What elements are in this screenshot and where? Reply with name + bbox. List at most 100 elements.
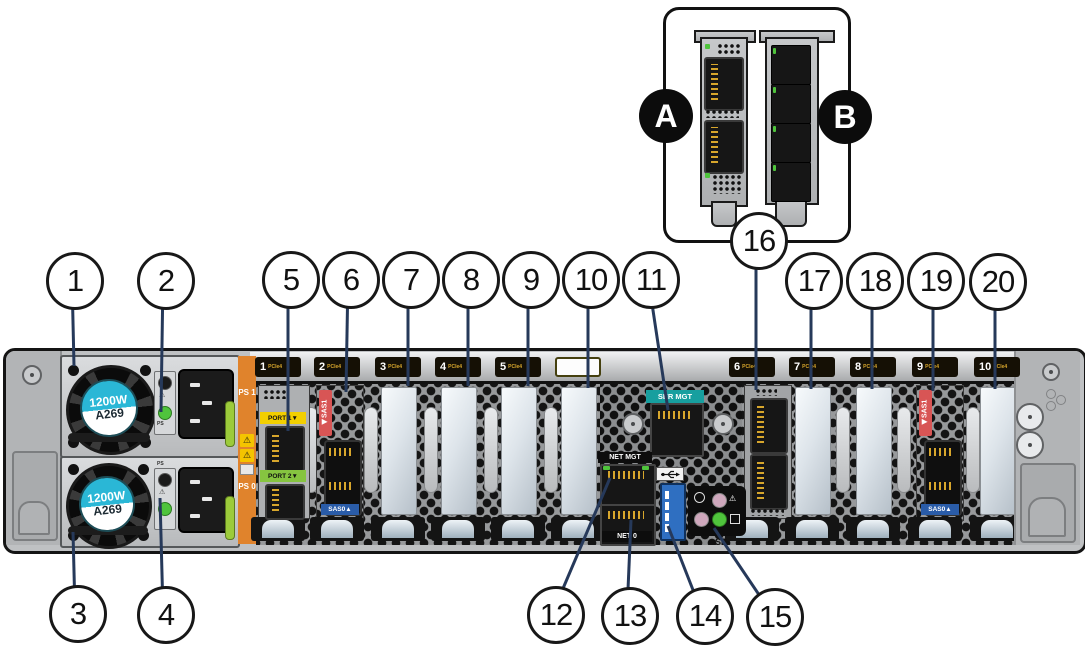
psu-1-handle bbox=[68, 433, 150, 442]
locate-led-icon bbox=[694, 492, 705, 503]
psu-1-screw-tr bbox=[140, 365, 151, 376]
divider-pill bbox=[484, 407, 498, 493]
psu-1-screw-tl bbox=[68, 365, 79, 376]
divider-pill bbox=[544, 407, 558, 493]
card-b-label: B bbox=[818, 90, 872, 144]
slot-6-sfp-port-2 bbox=[750, 454, 788, 510]
slot-1-sfp-pins-1 bbox=[272, 432, 279, 462]
usb-icon bbox=[661, 470, 680, 478]
slot-10-filler bbox=[980, 387, 1016, 515]
slot-9-card: ◀SAS1 SAS0▲ bbox=[916, 385, 964, 521]
card-b-led-4 bbox=[773, 165, 776, 171]
slot-9-sas-pins-2 bbox=[929, 482, 953, 490]
psu-1-power-inlet bbox=[178, 369, 234, 439]
psu-0-screw-tr bbox=[138, 464, 149, 475]
psu-1-fault-led bbox=[158, 376, 172, 390]
slot-1-card: PORT 1▼ PORT 2▼ bbox=[258, 385, 310, 520]
right-panel-latch-detail bbox=[1028, 497, 1066, 537]
fault-led bbox=[712, 493, 727, 508]
card-b-led-2 bbox=[773, 87, 776, 93]
card-a-sfp-pins-1 bbox=[711, 64, 718, 100]
locate-led bbox=[694, 512, 709, 527]
alarm-connector-2 bbox=[1016, 431, 1044, 459]
slot-blank-filler bbox=[561, 387, 597, 515]
slot-2-sas-pins-1 bbox=[329, 448, 353, 456]
divider-pill bbox=[424, 407, 438, 493]
callout-15: 15 bbox=[746, 588, 804, 646]
net-mgt-led-right bbox=[642, 466, 649, 470]
psu-0-warning-icon: ⚠ bbox=[159, 489, 166, 496]
ps1-label: PS 1 bbox=[238, 388, 256, 397]
right-panel-dot-2 bbox=[1056, 395, 1066, 405]
card-a-bracket-tail bbox=[711, 201, 737, 227]
card-b-rj45-port-1 bbox=[771, 45, 811, 85]
card-a-sfp-port-2 bbox=[704, 120, 744, 174]
label-sticker bbox=[240, 464, 254, 475]
ok-led bbox=[712, 512, 727, 527]
slot-9-sas1-label: ◀SAS1 bbox=[919, 390, 932, 436]
psu-1-indicator-panel: ⚠ PS bbox=[154, 371, 176, 435]
callout-19: 19 bbox=[907, 252, 965, 310]
callout-9: 9 bbox=[502, 251, 560, 309]
slot-tag-blank bbox=[555, 357, 601, 377]
card-b-bracket-tail bbox=[775, 199, 807, 227]
psu-1-led-label: PS bbox=[157, 421, 164, 427]
rear-chassis: 1200W A269 ⚠ PS 1200W A269 bbox=[3, 348, 1085, 554]
slot-3-filler bbox=[381, 387, 417, 515]
slot-6-sfp-pins-1 bbox=[757, 405, 764, 443]
slot-region-top-line bbox=[256, 381, 1014, 384]
slot-6-card bbox=[744, 385, 792, 519]
psu-1-screw-br bbox=[140, 437, 151, 448]
net-mgt-led-left bbox=[603, 466, 610, 470]
slot-1-sfp-port-2 bbox=[265, 484, 305, 520]
slot-1-port-2-label: PORT 2▼ bbox=[260, 470, 306, 482]
ser-mgt-screw-left bbox=[622, 413, 644, 435]
slot-latch bbox=[846, 517, 900, 541]
psu-0-led-label: PS bbox=[157, 461, 164, 467]
left-panel-latch-detail bbox=[18, 501, 50, 535]
slot-6-sfp-port-1 bbox=[750, 398, 788, 454]
psu-0-fault-led bbox=[158, 473, 172, 487]
slot-9-sas-pins-1 bbox=[929, 448, 953, 456]
slot-1-sfp-pins-2 bbox=[272, 489, 279, 511]
ok-led-icon bbox=[730, 514, 740, 524]
slot-1-port-1-label: PORT 1▼ bbox=[260, 412, 306, 424]
slot-4-filler bbox=[441, 387, 477, 515]
card-a-sfp-port-1 bbox=[704, 57, 744, 111]
card-b-rj45-port-2 bbox=[771, 84, 811, 124]
slot-2-sas-pins-2 bbox=[329, 482, 353, 490]
callout-12: 12 bbox=[527, 586, 585, 644]
slot-2-sas1-label: ◀SAS1 bbox=[319, 390, 332, 436]
card-a-vents-top bbox=[717, 43, 741, 55]
callout-3: 3 bbox=[49, 585, 107, 643]
slot-latch bbox=[785, 517, 839, 541]
divider-pill bbox=[966, 407, 980, 493]
warning-sticker-2: ⚠ bbox=[240, 449, 254, 462]
psu-1: 1200W A269 ⚠ PS bbox=[60, 355, 240, 458]
psu-1-ok-led bbox=[158, 406, 172, 420]
callout-13: 13 bbox=[601, 587, 659, 645]
ps-label-strip: PS 1 ⚠ ⚠ PS 0 bbox=[238, 356, 256, 544]
psu-1-warning-icon: ⚠ bbox=[159, 392, 166, 399]
psu-0-release-lever bbox=[225, 496, 235, 540]
card-b-rj45-port-3 bbox=[771, 123, 811, 163]
slot-6-sfp-pins-2 bbox=[757, 461, 764, 499]
slot-6-card-vents-bottom bbox=[750, 508, 784, 516]
slot-2-sas0-label: SAS0▲ bbox=[321, 504, 359, 515]
callout-11: 11 bbox=[622, 251, 680, 309]
slot-latch bbox=[431, 517, 485, 541]
slot-1-sfp-port-1 bbox=[265, 426, 305, 472]
card-a-label: A bbox=[639, 89, 693, 143]
psu-1-screw-bl bbox=[68, 437, 79, 448]
psu-0-indicator-panel: PS ⚠ bbox=[154, 461, 176, 530]
card-a-led-1 bbox=[705, 44, 710, 49]
ser-mgt-pins bbox=[658, 411, 692, 419]
slot-latch bbox=[251, 517, 305, 541]
card-a-vents-bottom bbox=[712, 174, 742, 194]
slot-latch bbox=[908, 517, 962, 541]
